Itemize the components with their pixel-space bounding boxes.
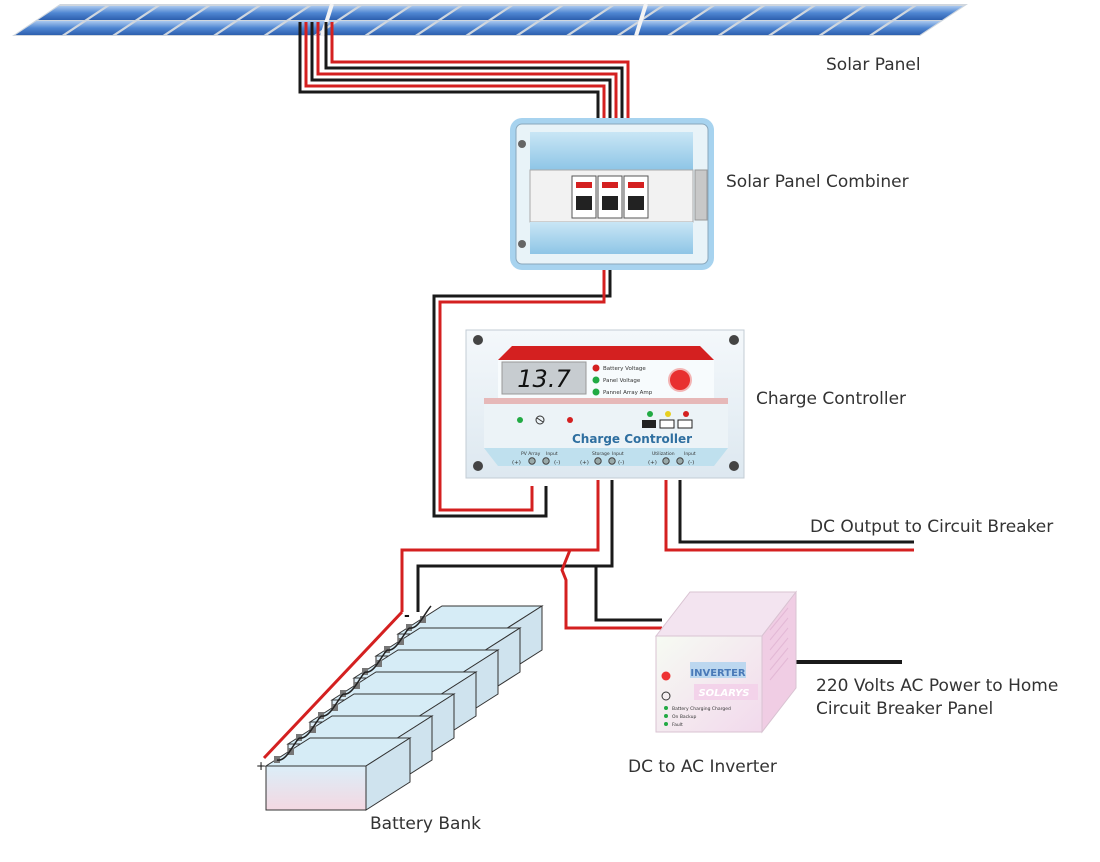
label-ac-power-line1: 220 Volts AC Power to Home [816, 676, 1059, 696]
indicator-battery-voltage: Battery Voltage [603, 366, 646, 372]
label-dc-output: DC Output to Circuit Breaker [810, 517, 1054, 537]
solar-cell [116, 21, 184, 35]
solar-cell [845, 6, 913, 20]
label-ac-power-line2: Circuit Breaker Panel [816, 699, 994, 719]
solar-cell [570, 21, 638, 35]
solar-cell [391, 6, 459, 20]
terminal-screws: (+) (-) (+) (-) (+) (-) [512, 457, 694, 466]
label-battery-bank: Battery Bank [370, 814, 482, 834]
battery [264, 737, 412, 811]
solar-cell [492, 6, 560, 20]
term-plus-2: (+) [580, 460, 589, 466]
solar-cell [138, 6, 207, 20]
inverter-status-charging: Battery Charging Charged [672, 706, 731, 712]
solar-cell [822, 21, 891, 35]
indicator-pannel-array-amp: Pannel Array Amp [603, 390, 653, 396]
terminal-label-input-3: Input [684, 451, 696, 457]
terminal-label-storage: Storage [592, 451, 610, 457]
solar-cells [15, 6, 963, 35]
solar-cell [772, 21, 840, 35]
terminal-label-input-2: Input [612, 451, 624, 457]
panel-wires [298, 22, 630, 120]
inverter-status-fault: Fault [672, 722, 683, 728]
solar-panel-array [12, 3, 968, 37]
inverter-brand: INVERTER [690, 668, 746, 679]
solar-cell [166, 21, 235, 35]
solar-cell [217, 21, 285, 35]
controller-wires [262, 270, 914, 760]
battery-minus-sign: - [404, 608, 410, 624]
solar-cell [419, 21, 487, 35]
terminal-label-pv-array: PV Array [521, 451, 541, 457]
term-minus-2: (-) [618, 460, 624, 466]
solar-cell [340, 6, 409, 20]
term-minus-3: (-) [688, 460, 694, 466]
terminal-label-utilization: Utilization [652, 451, 675, 457]
label-dc-to-ac-inverter: DC to AC Inverter [628, 757, 777, 777]
solar-cell [693, 6, 762, 20]
label-charge-controller: Charge Controller [756, 389, 907, 409]
solar-cell [744, 6, 812, 20]
charge-controller-unit: 13.7 Battery Voltage Panel Voltage Panne… [465, 329, 745, 479]
battery-plus-sign: + [256, 759, 266, 773]
solar-cell [15, 21, 83, 35]
solar-cell [643, 6, 711, 20]
term-plus-3: (+) [648, 460, 657, 466]
solar-cell [65, 21, 134, 35]
label-solar-panel-combiner: Solar Panel Combiner [726, 172, 909, 192]
dc-to-ac-inverter-unit: INVERTER SOLARYS Battery Charging Charge… [654, 590, 798, 734]
solar-cell [368, 21, 437, 35]
inverter-status-backup: On Backup [672, 714, 696, 720]
term-plus-1: (+) [512, 460, 521, 466]
solar-cell [469, 21, 537, 35]
solar-cell [441, 6, 509, 20]
controller-display: 13.7 [517, 365, 571, 393]
controller-title: Charge Controller [572, 432, 692, 446]
term-minus-1: (-) [554, 460, 560, 466]
solar-cell [318, 21, 386, 35]
solar-cell [38, 6, 106, 20]
terminal-label-input-1: Input [546, 451, 558, 457]
battery-bank-unit [264, 605, 544, 811]
solar-cell [794, 6, 863, 20]
solar-cell [189, 6, 257, 20]
solar-cell [895, 6, 963, 20]
inverter-model: SOLARYS [698, 688, 749, 699]
solar-cell [542, 6, 610, 20]
solar-cell [290, 6, 358, 20]
solar-cell [671, 21, 739, 35]
solar-panel-combiner-box [510, 118, 714, 270]
solar-cell [873, 21, 941, 35]
indicator-panel-voltage: Panel Voltage [603, 378, 641, 384]
breaker-switches [571, 175, 649, 219]
solar-cell [239, 6, 308, 20]
solar-cell [88, 6, 156, 20]
solar-cell [519, 21, 588, 35]
solar-cell [721, 21, 790, 35]
label-solar-panel: Solar Panel [826, 55, 921, 75]
